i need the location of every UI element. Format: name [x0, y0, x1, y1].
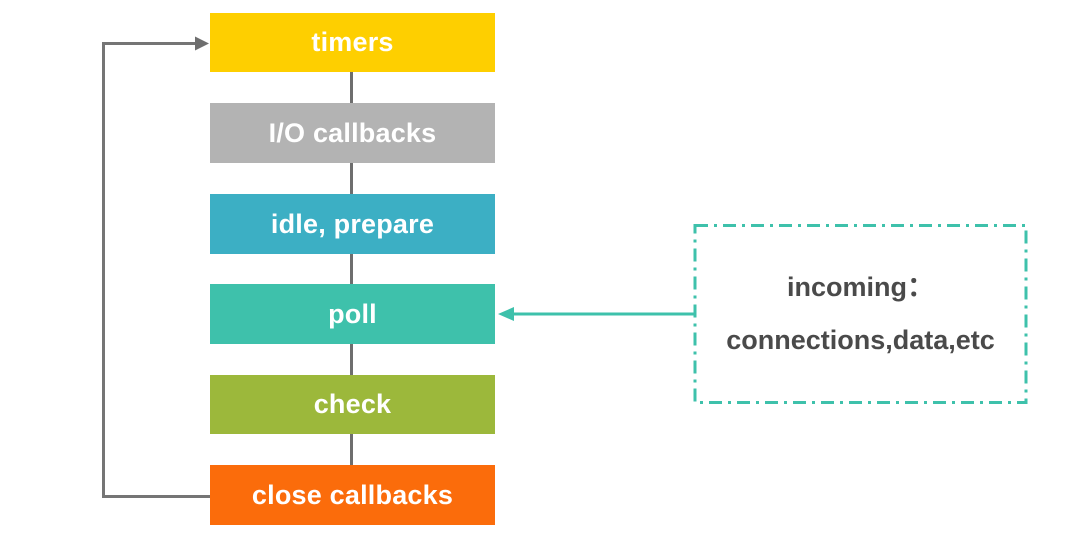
- incoming-note-border: [693, 224, 1028, 404]
- phase-label-check: check: [313, 389, 392, 419]
- phase-box-idle-prepare: idle, prepare: [210, 194, 495, 254]
- phase-label-idle-prepare: idle, prepare: [270, 208, 435, 239]
- phase-label-close-callbacks: close callbacks: [251, 479, 454, 510]
- phase-box-poll: poll: [210, 284, 495, 344]
- phase-label-timers: timers: [311, 27, 394, 57]
- phase-box-io-callbacks: I/O callbacks: [210, 103, 495, 163]
- phase-box-check: check: [210, 375, 495, 434]
- incoming-note-line1: incoming：: [787, 272, 934, 302]
- phase-box-close-callbacks: close callbacks: [210, 465, 495, 525]
- loop-line: [102, 42, 212, 498]
- phase-box-timers: timers: [210, 13, 495, 72]
- incoming-note-line2: connections,data,etc: [726, 325, 995, 355]
- incoming-note: incoming： connections,data,etc: [695, 225, 1026, 403]
- incoming-arrowhead-icon: [498, 307, 514, 321]
- phase-label-poll: poll: [328, 298, 377, 329]
- phase-label-io-callbacks: I/O callbacks: [268, 117, 437, 148]
- loop-arrowhead-icon: [195, 36, 209, 51]
